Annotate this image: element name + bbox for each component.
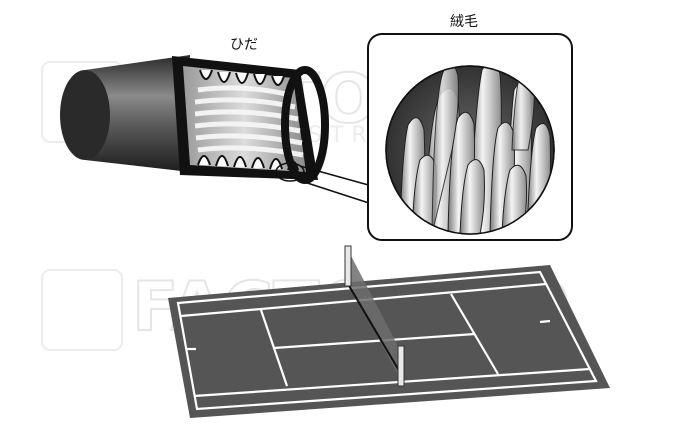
villi-fingers <box>399 66 551 234</box>
label-folds: ひだ <box>230 37 258 53</box>
tennis-court <box>168 245 610 418</box>
label-villi: 絨毛 <box>450 14 478 30</box>
tennis-net <box>344 245 405 387</box>
villi-panel <box>367 33 573 241</box>
fold-bottom-bumps <box>197 155 299 171</box>
zoom-pointer <box>275 162 373 205</box>
fold-top-bumps <box>199 69 285 86</box>
intestine-tube <box>60 55 329 184</box>
